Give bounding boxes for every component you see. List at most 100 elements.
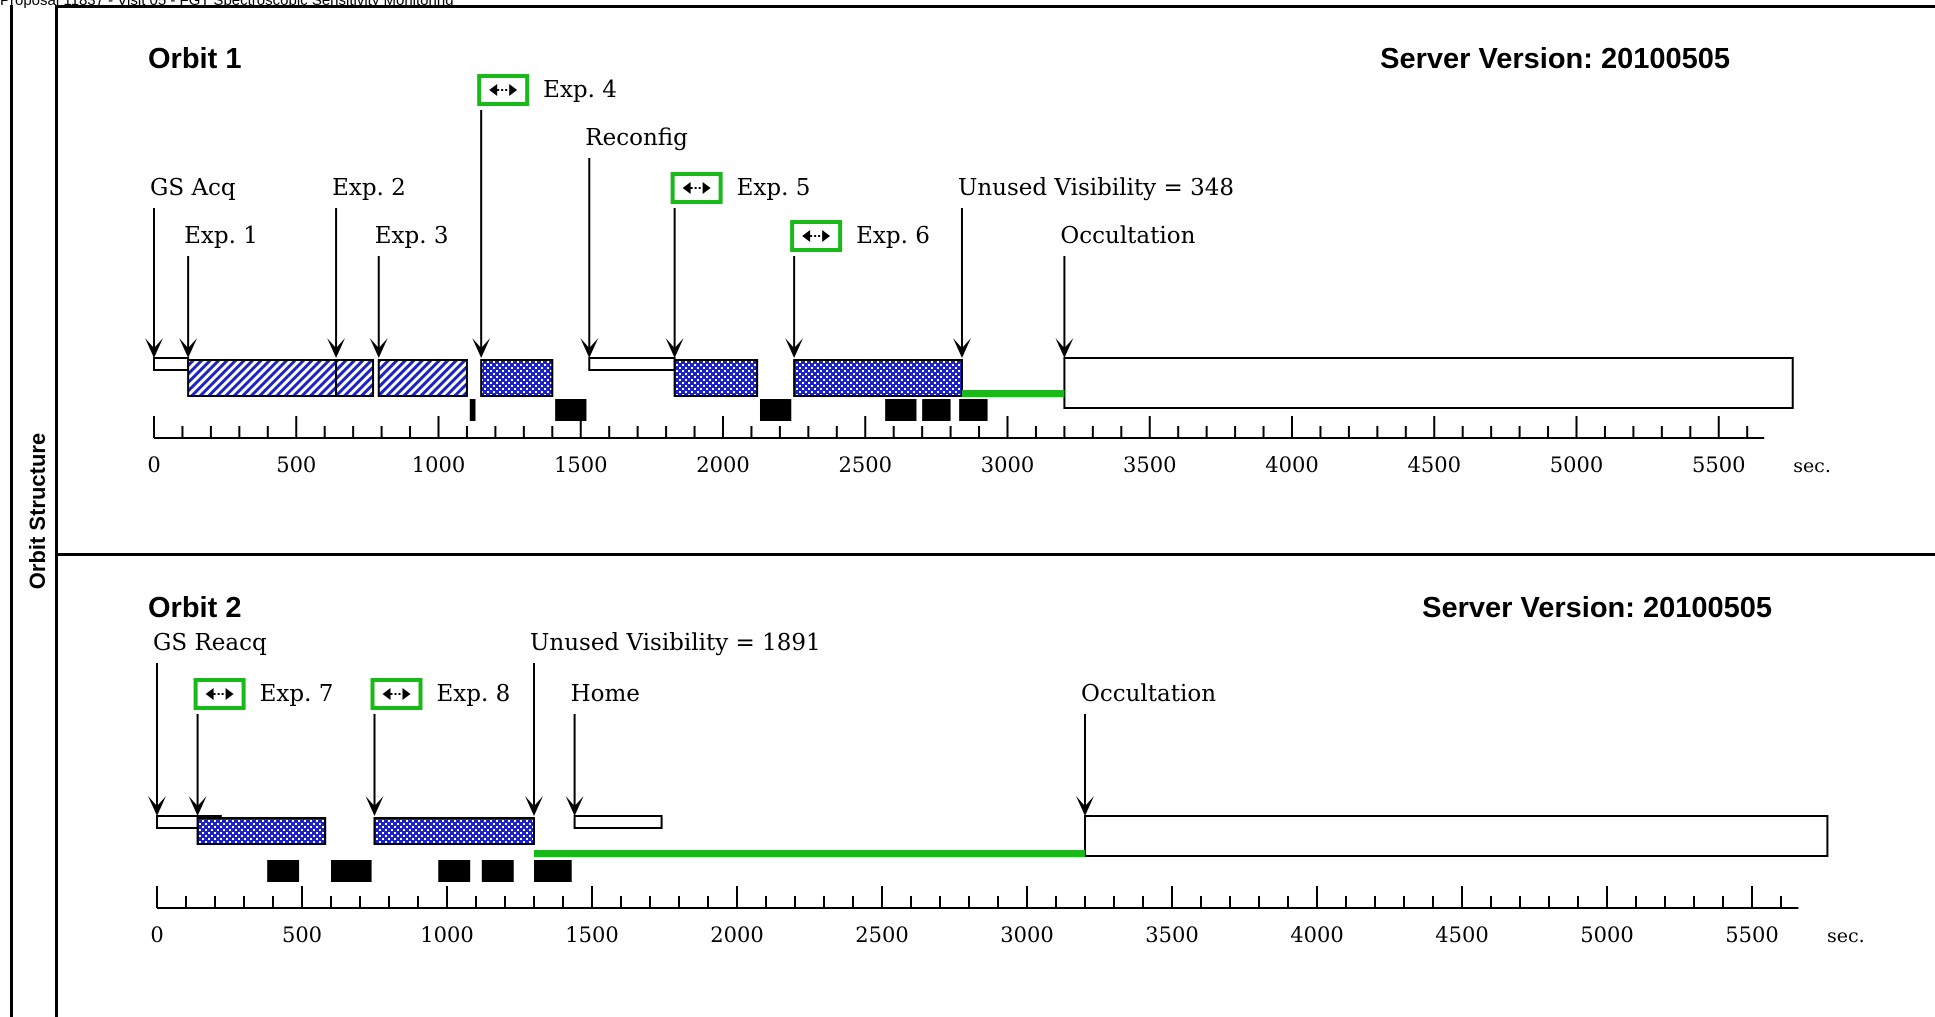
- guide-block: [885, 399, 917, 421]
- guide-block: [267, 860, 300, 882]
- guide-block: [438, 860, 471, 882]
- guide-block: [555, 399, 587, 421]
- event-label: Reconfig: [585, 125, 688, 151]
- guide-block: [469, 399, 476, 421]
- exposure-icon-arrows: [802, 230, 831, 242]
- page-header: Proposal 11837 - Visit 05 - FGT Spectros…: [0, 0, 454, 9]
- segment-empty: [1084, 815, 1829, 857]
- segment-dots: [793, 359, 963, 397]
- axis-tick-label: 5500: [1692, 453, 1745, 477]
- segment-dots: [480, 359, 554, 397]
- event-label: Exp. 2: [332, 175, 406, 201]
- segment-empty: [153, 357, 190, 371]
- event-arrow: [1055, 338, 1074, 358]
- axis-tick-label: 0: [147, 453, 160, 477]
- event-label: Exp. 8: [437, 681, 511, 707]
- axis-tick-label: 4000: [1265, 453, 1318, 477]
- segment-hatch: [377, 359, 468, 397]
- event-arrow: [952, 338, 971, 358]
- unused-visibility-bar: [961, 390, 1065, 397]
- guide-block: [759, 399, 792, 421]
- event-label: Exp. 6: [856, 223, 930, 249]
- axis-tick-label: 3000: [1000, 923, 1053, 947]
- exposure-icon-arrows: [205, 688, 234, 700]
- event-label: Exp. 7: [260, 681, 334, 707]
- server-version: Server Version: 20100505: [1380, 43, 1730, 75]
- segment-dots: [673, 359, 759, 397]
- axis-tick-label: 1000: [420, 923, 473, 947]
- orbit-divider: [58, 553, 1935, 556]
- axis-tick-label: 4500: [1435, 923, 1488, 947]
- event-label: Exp. 4: [543, 77, 617, 103]
- guide-block: [959, 399, 988, 421]
- axis-tick-label: 4000: [1290, 923, 1343, 947]
- event-arrow: [785, 338, 804, 358]
- exposure-icon-arrows: [382, 688, 411, 700]
- segment-dots: [373, 817, 535, 845]
- axis-unit: sec.: [1793, 455, 1831, 477]
- orbit-title: Orbit 2: [148, 592, 241, 624]
- event-arrow: [179, 338, 198, 358]
- axis-tick-label: 3500: [1123, 453, 1176, 477]
- segment-empty: [588, 357, 676, 371]
- exposure-icon: [193, 678, 246, 710]
- event-label: Occultation: [1060, 223, 1195, 249]
- orbit-2: Orbit 2 Server Version: 20100505 GS ReacqE…: [148, 592, 1865, 947]
- event-label: Occultation: [1081, 681, 1216, 707]
- event-arrow: [565, 796, 584, 816]
- event-label: GS Reacq: [153, 630, 267, 656]
- guide-block: [534, 860, 572, 882]
- exposure-icon-arrows: [682, 182, 711, 194]
- axis-tick-label: 0: [150, 923, 163, 947]
- axis-tick-label: 5000: [1550, 453, 1603, 477]
- guide-block: [331, 860, 372, 882]
- main-panel: [58, 5, 1935, 1017]
- event-arrow: [525, 796, 543, 816]
- axis-unit: sec.: [1827, 925, 1865, 947]
- exposure-icon-arrows: [489, 84, 518, 96]
- event-arrow: [365, 796, 384, 816]
- event-arrow: [369, 338, 388, 358]
- event-arrow: [145, 338, 163, 358]
- event-arrow: [580, 338, 599, 358]
- guide-block: [481, 860, 514, 882]
- event-arrow: [472, 338, 491, 358]
- axis-tick-label: 500: [276, 453, 316, 477]
- axis-tick-label: 2500: [839, 453, 892, 477]
- event-arrow: [665, 338, 684, 358]
- axis-tick-label: 1000: [412, 453, 465, 477]
- segment-dots: [196, 817, 327, 845]
- event-arrow: [148, 796, 166, 816]
- event-label: Unused Visibility = 1891: [530, 630, 821, 656]
- event-label: Exp. 1: [184, 223, 258, 249]
- event-label: Exp. 3: [375, 223, 449, 249]
- segment-hatch: [335, 359, 375, 397]
- event-label: Home: [571, 681, 640, 707]
- axis-tick-label: 4500: [1408, 453, 1461, 477]
- axis-tick-label: 2000: [710, 923, 763, 947]
- axis-tick-label: 2000: [696, 453, 749, 477]
- segment-empty: [573, 815, 663, 829]
- axis-tick-label: 2500: [855, 923, 908, 947]
- segment-hatch: [187, 359, 338, 397]
- axis-tick-label: 3000: [981, 453, 1034, 477]
- event-arrow: [327, 338, 346, 358]
- axis-tick-label: 1500: [554, 453, 607, 477]
- segment-empty: [1063, 357, 1794, 409]
- axis-tick-label: 1500: [565, 923, 618, 947]
- exposure-icon: [790, 220, 843, 252]
- event-label: Exp. 5: [737, 175, 811, 201]
- axis-tick-label: 5500: [1725, 923, 1778, 947]
- event-label: GS Acq: [150, 175, 236, 201]
- axis-tick-label: 5000: [1580, 923, 1633, 947]
- event-arrow: [188, 796, 207, 816]
- orbit-title: Orbit 1: [148, 43, 241, 75]
- event-arrow: [1076, 796, 1094, 816]
- server-version: Server Version: 20100505: [1422, 592, 1772, 624]
- axis-tick-label: 500: [282, 923, 322, 947]
- axis-tick-label: 3500: [1145, 923, 1198, 947]
- event-label: Unused Visibility = 348: [958, 175, 1234, 201]
- unused-visibility-bar: [534, 850, 1085, 857]
- side-panel: [10, 5, 58, 1017]
